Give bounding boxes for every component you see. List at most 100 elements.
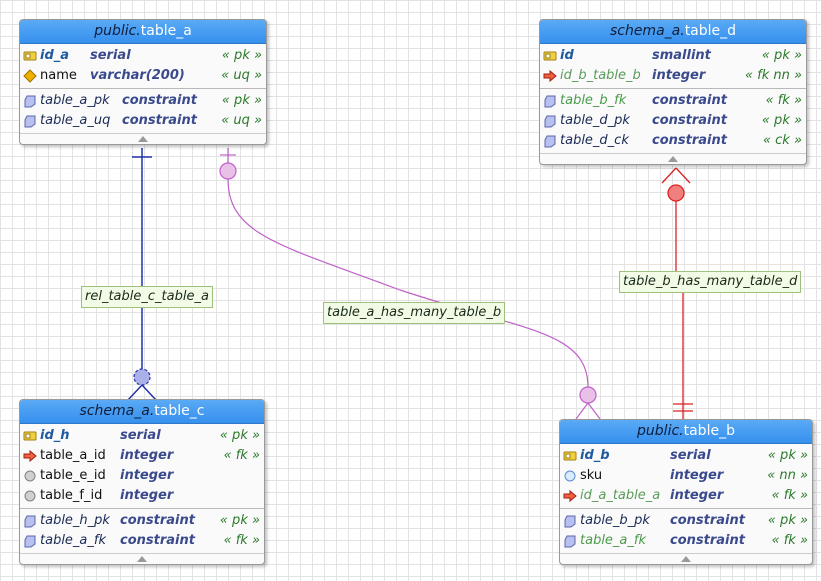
collapse-triangle-icon	[137, 556, 147, 562]
constraint-key: « fk »	[223, 533, 260, 548]
table-row[interactable]: id smallint « pk »	[540, 46, 806, 66]
table-c-schema: schema_a.	[79, 403, 155, 419]
constraint-icon	[564, 535, 576, 548]
collapse-toggle[interactable]	[20, 553, 264, 564]
gray-circle-icon	[24, 470, 36, 482]
unique-diamond-icon	[23, 69, 37, 83]
table-c-columns: id_h serial « pk » table_a_id integer « …	[20, 424, 264, 508]
rel-table-b-table-d-label[interactable]: table_b_has_many_table_d	[619, 271, 802, 293]
column-name: id_b_table_b	[560, 68, 641, 83]
constraint-name: table_a_pk	[40, 93, 110, 108]
column-name: sku	[580, 468, 603, 483]
blue-circle-icon	[564, 470, 576, 482]
rel-table-a-table-b-line[interactable]	[219, 148, 601, 420]
column-type: integer	[120, 488, 174, 503]
column-key: « pk »	[767, 448, 808, 463]
table-c-header[interactable]: schema_a.table_c	[20, 400, 264, 424]
table-b-schema: public.	[637, 423, 684, 439]
table-row[interactable]: table_a_id integer « fk »	[20, 446, 264, 466]
rel-table-c-table-a-line[interactable]	[127, 148, 157, 401]
constraint-type: constraint	[122, 93, 197, 108]
table-row[interactable]: id_b_table_b integer « fk nn »	[540, 66, 806, 86]
constraint-key: « fk »	[771, 533, 808, 548]
constraint-icon	[544, 135, 556, 148]
table-c[interactable]: schema_a.table_c id_h serial « pk » tabl…	[19, 399, 265, 565]
constraint-key: « fk »	[765, 93, 802, 108]
table-row[interactable]: table_b_fk constraint « fk »	[540, 91, 806, 111]
column-name: table_f_id	[40, 488, 103, 503]
constraint-key: « pk »	[221, 93, 262, 108]
column-key: « pk »	[221, 48, 262, 63]
collapse-toggle[interactable]	[540, 153, 806, 164]
pk-key-icon	[23, 431, 37, 441]
table-row[interactable]: sku integer « nn »	[560, 466, 812, 486]
collapse-triangle-icon	[681, 556, 691, 562]
pk-key-icon	[23, 51, 37, 61]
constraint-type: constraint	[652, 93, 727, 108]
fk-arrow-icon	[23, 449, 37, 463]
constraint-key: « pk »	[219, 513, 260, 528]
column-key: « pk »	[219, 428, 260, 443]
constraint-type: constraint	[120, 533, 195, 548]
table-row[interactable]: id_b serial « pk »	[560, 446, 812, 466]
constraint-key: « uq »	[221, 113, 262, 128]
collapse-triangle-icon	[668, 156, 678, 162]
table-row[interactable]: table_a_pk constraint « pk »	[20, 91, 266, 111]
table-row[interactable]: table_d_pk constraint « pk »	[540, 111, 806, 131]
table-row[interactable]: table_e_id integer	[20, 466, 264, 486]
rel-table-a-table-b-label[interactable]: table_a_has_many_table_b	[323, 302, 506, 324]
constraint-type: constraint	[670, 513, 745, 528]
table-row[interactable]: table_f_id integer	[20, 486, 264, 506]
table-a[interactable]: public.table_a id_a serial « pk » name v…	[19, 19, 267, 145]
column-type: integer	[120, 448, 174, 463]
table-d-constraints: table_b_fk constraint « fk » table_d_pk …	[540, 88, 806, 153]
column-type: smallint	[652, 48, 711, 63]
constraint-icon	[24, 535, 36, 548]
column-name: name	[40, 68, 77, 83]
column-name: table_e_id	[40, 468, 106, 483]
table-row[interactable]: name varchar(200) « uq »	[20, 66, 266, 86]
column-key: « pk »	[761, 48, 802, 63]
rel-table-c-table-a-label[interactable]: rel_table_c_table_a	[81, 286, 213, 308]
table-d-name: table_d	[684, 23, 737, 39]
constraint-icon	[24, 95, 36, 108]
constraint-name: table_a_fk	[580, 533, 646, 548]
table-b-header[interactable]: public.table_b	[560, 420, 812, 444]
collapse-toggle[interactable]	[20, 133, 266, 144]
constraint-type: constraint	[122, 113, 197, 128]
table-row[interactable]: id_a_table_a integer « fk »	[560, 486, 812, 506]
column-key: « fk »	[771, 488, 808, 503]
column-type: varchar(200)	[90, 68, 185, 83]
column-key: « fk nn »	[744, 68, 802, 83]
rel-table-b-table-d-line[interactable]	[661, 167, 693, 420]
constraint-key: « pk »	[761, 113, 802, 128]
table-d[interactable]: schema_a.table_d id smallint « pk » id_b…	[539, 19, 807, 165]
constraint-name: table_h_pk	[40, 513, 110, 528]
table-d-header[interactable]: schema_a.table_d	[540, 20, 806, 44]
table-row[interactable]: id_a serial « pk »	[20, 46, 266, 66]
table-row[interactable]: id_h serial « pk »	[20, 426, 264, 446]
column-key: « nn »	[767, 468, 808, 483]
table-row[interactable]: table_a_fk constraint « fk »	[560, 531, 812, 551]
table-d-schema: schema_a.	[609, 23, 685, 39]
table-row[interactable]: table_d_ck constraint « ck »	[540, 131, 806, 151]
constraint-icon	[24, 515, 36, 528]
constraint-icon	[24, 115, 36, 128]
table-row[interactable]: table_a_uq constraint « uq »	[20, 111, 266, 131]
fk-arrow-icon	[563, 489, 577, 503]
table-a-columns: id_a serial « pk » name varchar(200) « u…	[20, 44, 266, 88]
table-b[interactable]: public.table_b id_b serial « pk » sku in…	[559, 419, 813, 565]
table-row[interactable]: table_h_pk constraint « pk »	[20, 511, 264, 531]
table-row[interactable]: table_a_fk constraint « fk »	[20, 531, 264, 551]
table-a-name: table_a	[140, 23, 192, 39]
collapse-triangle-icon	[138, 136, 148, 142]
constraint-name: table_d_ck	[560, 133, 629, 148]
constraint-type: constraint	[652, 133, 727, 148]
collapse-toggle[interactable]	[560, 553, 812, 564]
pk-key-icon	[563, 451, 577, 461]
constraint-icon	[544, 95, 556, 108]
constraint-type: constraint	[120, 513, 195, 528]
table-row[interactable]: table_b_pk constraint « pk »	[560, 511, 812, 531]
table-a-header[interactable]: public.table_a	[20, 20, 266, 44]
column-type: integer	[670, 468, 724, 483]
